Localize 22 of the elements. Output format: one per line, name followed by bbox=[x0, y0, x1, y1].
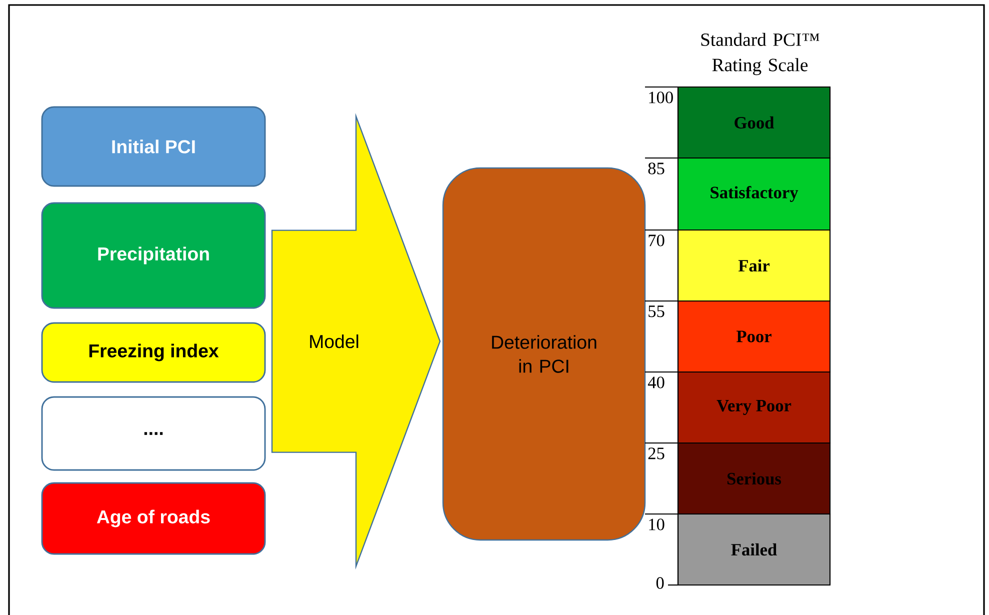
tick-label: 85 bbox=[648, 162, 664, 174]
tick-label: 25 bbox=[648, 448, 664, 460]
tick-label: 0 bbox=[656, 577, 664, 589]
tick-label: 55 bbox=[648, 306, 664, 318]
rating-band: Very Poor bbox=[677, 371, 831, 444]
rating-band: Fair bbox=[677, 229, 831, 302]
input-box: Precipitation bbox=[41, 202, 266, 309]
input-box: Freezing index bbox=[41, 322, 266, 383]
output-box: Deterioration in PCI bbox=[442, 167, 646, 541]
tick-label: 40 bbox=[648, 376, 664, 388]
rating-band: Good bbox=[677, 86, 831, 159]
input-box: .... bbox=[41, 396, 266, 471]
rating-band: Failed bbox=[677, 513, 831, 586]
rating-band: Poor bbox=[677, 300, 831, 373]
input-box: Age of roads bbox=[41, 482, 266, 555]
rating-band: Serious bbox=[677, 442, 831, 515]
tick-label: 70 bbox=[648, 234, 664, 246]
block-arrow bbox=[271, 112, 441, 570]
input-box: Initial PCI bbox=[41, 106, 266, 187]
rating-band: Satisfactory bbox=[677, 157, 831, 231]
tick-label: 10 bbox=[649, 518, 664, 530]
edge-label: Model bbox=[307, 333, 361, 350]
